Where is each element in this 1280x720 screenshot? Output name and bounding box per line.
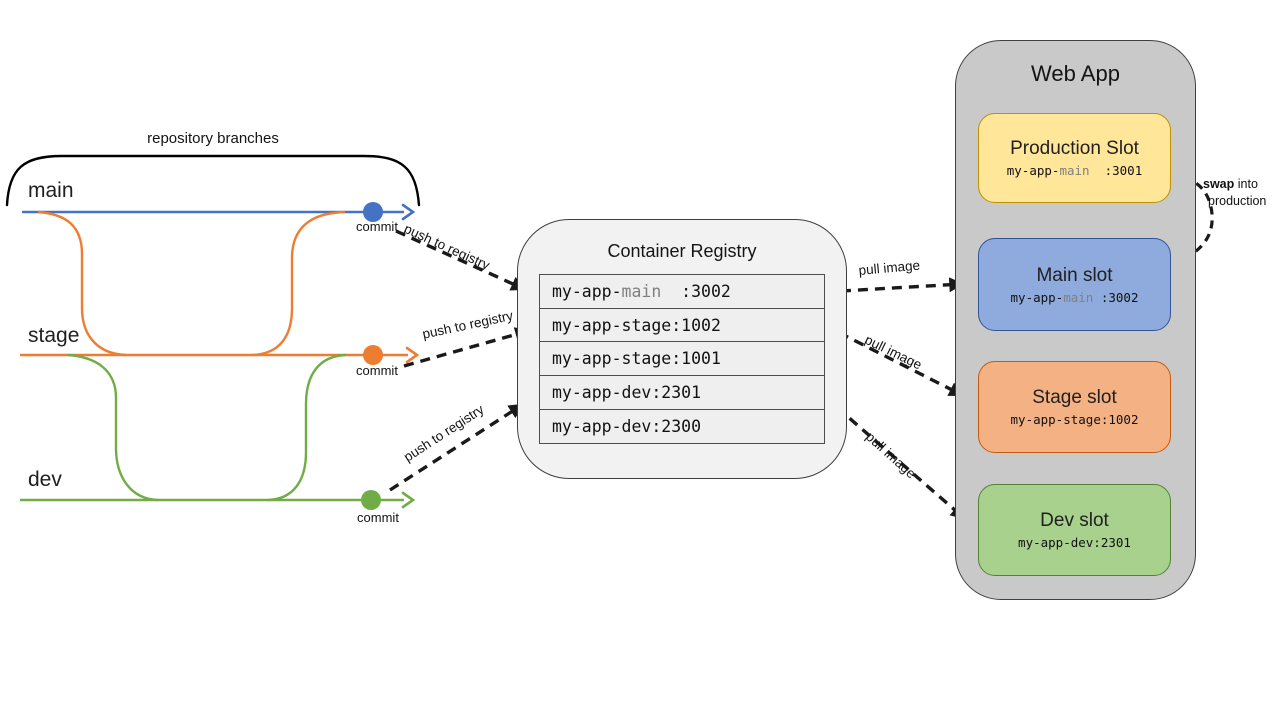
image-name-part: my-app-stage:1002: [552, 315, 721, 335]
push-arrow-dev: [389, 403, 524, 492]
into-word: into: [1234, 177, 1258, 191]
web-app-title: Web App: [1031, 61, 1120, 86]
image-name-part: my-app-: [552, 282, 622, 301]
production-slot-title: Production Slot: [1010, 138, 1139, 159]
repository-branches-brace: [5, 154, 421, 207]
stage-slot-image-tag: my-app-stage:1002: [1011, 412, 1139, 427]
commit-label-dev: commit: [357, 510, 399, 525]
image-branch-part: main: [1063, 289, 1094, 305]
production-word: production: [1208, 193, 1267, 208]
registry-row-dev-2300: my-app-dev:2300: [539, 408, 825, 444]
swap-word: swap: [1203, 177, 1235, 191]
image-name-part: my-app-dev:2301: [552, 383, 702, 403]
image-name-part: my-app-stage:1001: [552, 349, 721, 369]
dev-slot: Dev slot my-app-dev:2301: [978, 484, 1171, 576]
image-tag-part: :3002: [1093, 289, 1139, 305]
branch-label-stage: stage: [28, 324, 80, 347]
container-registry-title: Container Registry: [607, 241, 757, 261]
dev-branch-merge-curve: [267, 353, 347, 502]
stage-commit-dot: [363, 345, 383, 365]
swap-into-production-label: swap into production: [1203, 176, 1266, 210]
dev-commit-dot: [361, 490, 381, 510]
main-branch-arrowhead-icon: [401, 203, 416, 221]
stage-branch-merge-curve: [251, 210, 346, 357]
commit-label-main: commit: [356, 219, 398, 234]
image-name-part: my-app-dev:2301: [1018, 535, 1131, 550]
image-branch-part: main: [1059, 163, 1090, 178]
pull-arrow-main: [823, 277, 965, 294]
dev-slot-title: Dev slot: [1040, 510, 1109, 531]
main-commit-dot: [363, 202, 383, 222]
container-registry-box: Container Registry my-app-main :3002 my-…: [517, 219, 847, 479]
dev-slot-image-tag: my-app-dev:2301: [1018, 535, 1131, 550]
main-slot-title: Main slot: [1036, 264, 1113, 286]
dev-branch-arrowhead-icon: [401, 491, 416, 509]
registry-row-main-3002: my-app-main :3002: [539, 274, 825, 309]
production-slot: Production Slot my-app-main :3001: [978, 113, 1171, 203]
repository-branches-label: repository branches: [147, 130, 279, 147]
pull-arrow-stage: [823, 323, 965, 397]
registry-row-stage-1001: my-app-stage:1001: [539, 341, 825, 377]
image-tag-part: :3001: [1089, 163, 1143, 178]
swap-note-line1: swap into: [1203, 176, 1266, 193]
branch-label-dev: dev: [28, 468, 62, 491]
image-name-part: my-app-: [1010, 289, 1064, 305]
stage-branch-out-curve: [37, 210, 127, 357]
registry-row-stage-1002: my-app-stage:1002: [539, 307, 825, 343]
pull-arrow-dev: [822, 394, 966, 520]
stage-slot-title: Stage slot: [1032, 387, 1117, 408]
production-slot-image-tag: my-app-main :3001: [1007, 163, 1142, 178]
commit-label-stage: commit: [356, 363, 398, 378]
dev-branch-out-curve: [67, 353, 159, 502]
image-name-part: my-app-stage:1002: [1010, 412, 1139, 427]
image-name-part: my-app-dev:2300: [552, 416, 702, 436]
main-slot-image-tag: my-app-main :3002: [1011, 290, 1139, 305]
image-branch-part: main: [621, 282, 662, 301]
stage-branch-arrowhead-icon: [405, 346, 420, 364]
main-slot: Main slot my-app-main :3002: [978, 238, 1171, 331]
push-arrow-stage: [403, 327, 531, 368]
image-tag-part: :3002: [661, 282, 731, 301]
push-arrow-main: [395, 229, 527, 291]
branch-label-main: main: [28, 179, 74, 202]
web-app-box: Web App Production Slot my-app-main :300…: [955, 40, 1196, 600]
registry-image-list: my-app-main :3002 my-app-stage:1002 my-a…: [539, 274, 825, 444]
registry-row-dev-2301: my-app-dev:2301: [539, 375, 825, 411]
stage-slot: Stage slot my-app-stage:1002: [978, 361, 1171, 453]
image-name-part: my-app-: [1006, 163, 1060, 178]
